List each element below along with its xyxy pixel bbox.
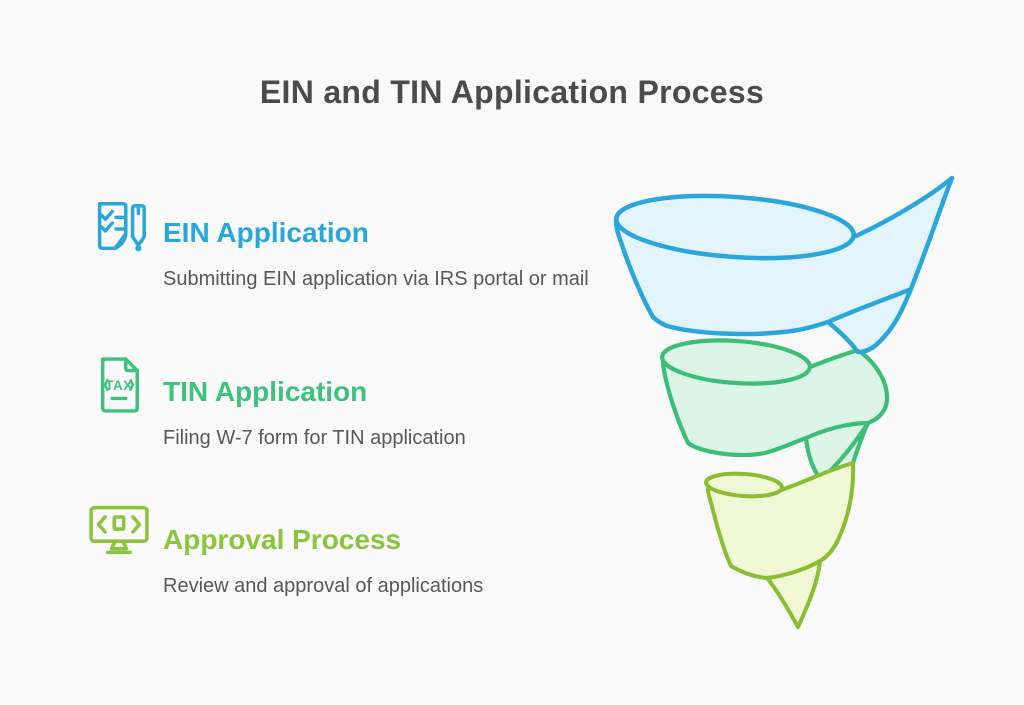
item-heading-ein: EIN Application: [163, 217, 369, 248]
funnel-stage-tin-ribbon: [660, 338, 890, 483]
funnel-stage-ein-ribbon: [613, 175, 955, 355]
tax-icon-label: TAX: [105, 378, 132, 393]
tax-document-icon: TAX: [86, 355, 152, 415]
checklist-pen-icon: [86, 196, 152, 258]
list-item-tin-application: TAX TIN Application Filing W-7 form for …: [86, 355, 608, 453]
item-description-ein: Submitting EIN application via IRS porta…: [163, 268, 589, 290]
funnel-stage-approval-ribbon: [704, 461, 856, 629]
item-text-block: EIN Application Submitting EIN applicati…: [163, 196, 608, 294]
item-description-tin: Filing W-7 form for TIN application: [163, 427, 466, 449]
item-text-block: TIN Application Filing W-7 form for TIN …: [163, 355, 608, 453]
item-description-approval: Review and approval of applications: [163, 575, 484, 597]
list-item-ein-application: EIN Application Submitting EIN applicati…: [86, 196, 608, 294]
list-item-approval-process: Approval Process Review and approval of …: [86, 503, 608, 601]
page-title: EIN and TIN Application Process: [259, 74, 765, 110]
monitor-code-icon: [86, 503, 152, 557]
item-text-block: Approval Process Review and approval of …: [163, 503, 608, 601]
item-heading-tin: TIN Application: [163, 376, 368, 407]
item-heading-approval: Approval Process: [163, 524, 402, 555]
